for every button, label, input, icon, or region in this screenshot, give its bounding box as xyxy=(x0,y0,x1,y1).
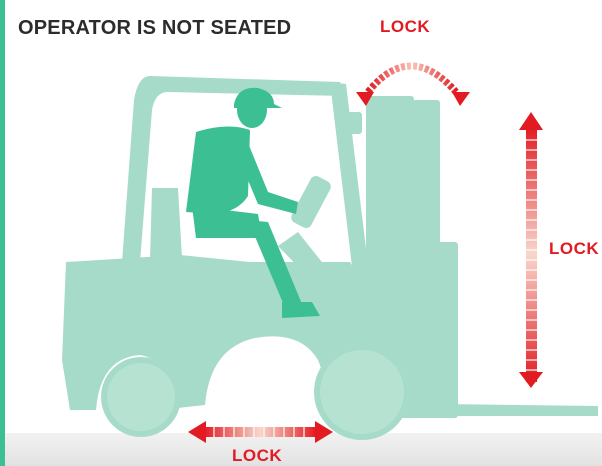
floor xyxy=(5,433,602,466)
lift-lock-label: LOCK xyxy=(549,239,599,259)
front-wheel xyxy=(320,350,404,434)
drive-lock-label: LOCK xyxy=(232,446,282,466)
tilt-lock-label: LOCK xyxy=(380,17,430,37)
lift-lock-arrow xyxy=(519,112,543,388)
arrowhead-down-icon xyxy=(519,372,543,388)
page-title: OPERATOR IS NOT SEATED xyxy=(18,17,291,40)
arrowhead-right-icon xyxy=(452,92,470,106)
rear-wheel xyxy=(107,363,175,431)
arrowhead-up-icon xyxy=(519,112,543,130)
